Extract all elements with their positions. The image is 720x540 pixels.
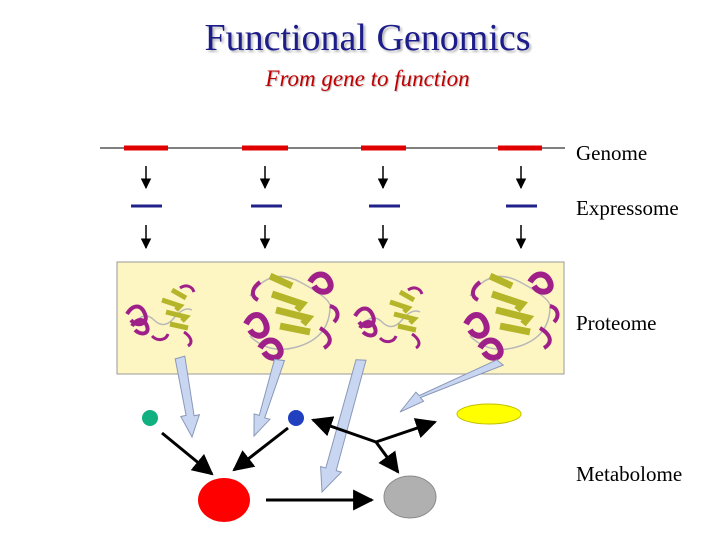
protein-activity-arrow bbox=[399, 359, 505, 413]
protein-structure-small-icon bbox=[353, 286, 424, 350]
proteome-label: Proteome bbox=[576, 311, 657, 335]
protein-structure-small-icon bbox=[125, 284, 196, 348]
protein-structure-large-icon bbox=[463, 271, 560, 361]
reaction-arrow bbox=[374, 441, 400, 474]
protein-activity-arrow bbox=[174, 355, 201, 439]
reaction-arrow bbox=[161, 431, 214, 476]
protein-activity-arrow bbox=[320, 359, 367, 494]
expressome-label: Expressome bbox=[576, 196, 679, 220]
slide-title: Functional Genomics bbox=[204, 17, 531, 59]
metabolite-red-node bbox=[198, 478, 250, 522]
metabolome-label: Metabolome bbox=[576, 462, 683, 486]
reaction-arrow bbox=[375, 418, 437, 444]
protein-activity-arrow bbox=[253, 358, 286, 438]
protein-structure-large-icon bbox=[243, 271, 340, 361]
genome-label: Genome bbox=[576, 141, 648, 165]
slide-subtitle: From gene to function bbox=[265, 66, 470, 91]
reaction-arrow bbox=[311, 416, 377, 444]
metabolite-yellow-node bbox=[456, 403, 522, 425]
metabolite-grey-node bbox=[383, 475, 437, 519]
metabolite-blue-node bbox=[288, 410, 304, 426]
reaction-arrow bbox=[232, 426, 289, 472]
metabolite-teal-node bbox=[142, 410, 158, 426]
